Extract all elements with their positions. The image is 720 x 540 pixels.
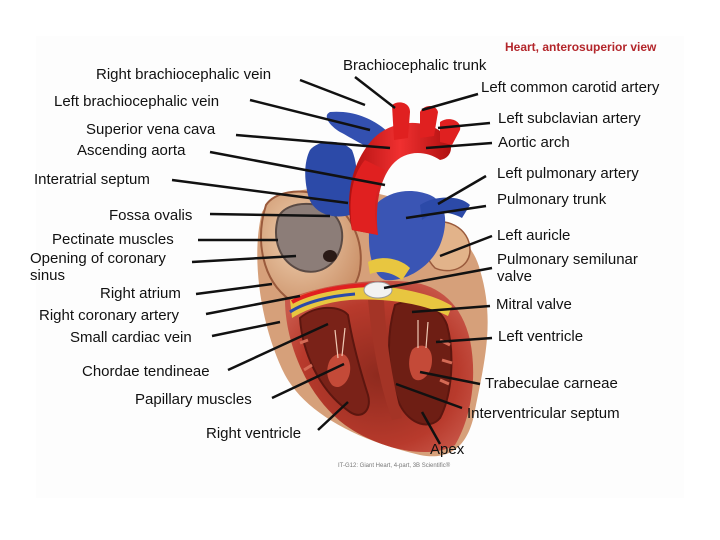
pulmonary-valve-fat [368,258,410,280]
chordae-lines [334,320,429,359]
label-superior-vena-cava: Superior vena cava [86,121,216,138]
superior-vena-cava [305,141,358,217]
label-trabeculae-carneae: Trabeculae carneae [485,375,618,392]
label-left-ventricle: Left ventricle [498,328,584,345]
label-pectinate-muscles: Pectinate muscles [52,231,174,248]
coronary-sinus-opening [323,250,337,262]
leader-left-common-carotid [421,92,479,112]
leader-left-auricle [439,234,493,258]
label-opening-coronary-sinus: Opening of coronary sinus [30,250,166,284]
leader-apex [420,411,442,445]
label-left-subclavian-artery: Left subclavian artery [498,110,641,127]
leader-right-brachiocephalic-vein [299,78,366,107]
great-vessels [305,102,470,235]
leader-pulmonary-semilunar-valve [383,266,493,290]
fat-band [290,285,452,318]
label-left-pulmonary-artery: Left pulmonary artery [497,165,639,182]
leader-left-ventricle [435,336,493,344]
leader-pulmonary-trunk [405,204,487,220]
right-coronary-artery [291,283,371,304]
label-interventricular-septum: Interventricular septum [467,405,620,422]
label-aortic-arch: Aortic arch [498,134,570,151]
leader-superior-vena-cava [235,133,391,150]
label-pulmonary-semilunar-valve: Pulmonary semilunar valve [497,251,638,285]
label-ascending-aorta: Ascending aorta [77,142,186,159]
left-common-carotid [420,106,438,138]
leader-small-cardiac-vein [211,320,281,338]
leader-left-subclavian [437,121,491,130]
mitral-valve [363,281,393,299]
leader-ascending-aorta [209,150,386,187]
label-brachiocephalic-trunk: Brachiocephalic trunk [343,57,487,74]
leader-chordae-tendineae [227,322,329,372]
leader-interatrial-septum [171,178,349,205]
leader-left-pulmonary-artery [437,174,487,206]
label-apex: Apex [430,441,465,458]
label-papillary-muscles: Papillary muscles [135,391,252,408]
label-left-common-carotid-artery: Left common carotid artery [481,79,660,96]
leader-coronary-sinus [191,254,297,264]
photo-title: Heart, anterosuperior view [505,40,657,54]
label-fossa-ovalis: Fossa ovalis [109,207,193,224]
leader-lines [171,76,493,445]
leader-trabeculae-carneae [419,370,481,386]
label-chordae-tendineae: Chordae tendineae [82,363,210,380]
leader-right-ventricle [317,401,349,431]
label-right-atrium: Right atrium [100,285,181,302]
leader-interventricular-septum [395,382,463,410]
label-right-ventricle: Right ventricle [206,425,302,442]
label-left-brachiocephalic-vein: Left brachiocephalic vein [54,93,220,110]
label-interatrial-septum: Interatrial septum [34,171,150,188]
left-subclavian [440,119,461,145]
leader-left-brachiocephalic-vein [249,98,371,132]
photo-caption: IT-G12: Giant Heart, 4-part, 3B Scientif… [338,463,451,469]
papillary-muscle-left [409,345,432,381]
papillary-muscle-right [327,353,351,388]
leader-brachiocephalic-trunk [354,76,396,109]
small-cardiac-vein [289,292,356,314]
leader-right-coronary-artery [205,294,301,316]
leader-fossa-ovalis [209,212,331,218]
label-right-brachiocephalic-vein: Right brachiocephalic vein [96,66,272,83]
label-mitral-valve: Mitral valve [496,296,572,313]
label-pulmonary-trunk: Pulmonary trunk [497,191,607,208]
leader-right-atrium [195,282,273,296]
brachiocephalic-trunk [392,102,410,140]
leader-mitral-valve [411,304,491,314]
label-right-coronary-artery: Right coronary artery [39,307,180,324]
label-small-cardiac-vein: Small cardiac vein [70,329,192,346]
leader-aortic-arch [425,141,493,150]
label-left-auricle: Left auricle [497,227,571,244]
interventricular-septum [368,300,402,420]
ascending-aorta [350,160,385,235]
heart-body [257,188,488,457]
leader-papillary-muscles [271,362,345,400]
